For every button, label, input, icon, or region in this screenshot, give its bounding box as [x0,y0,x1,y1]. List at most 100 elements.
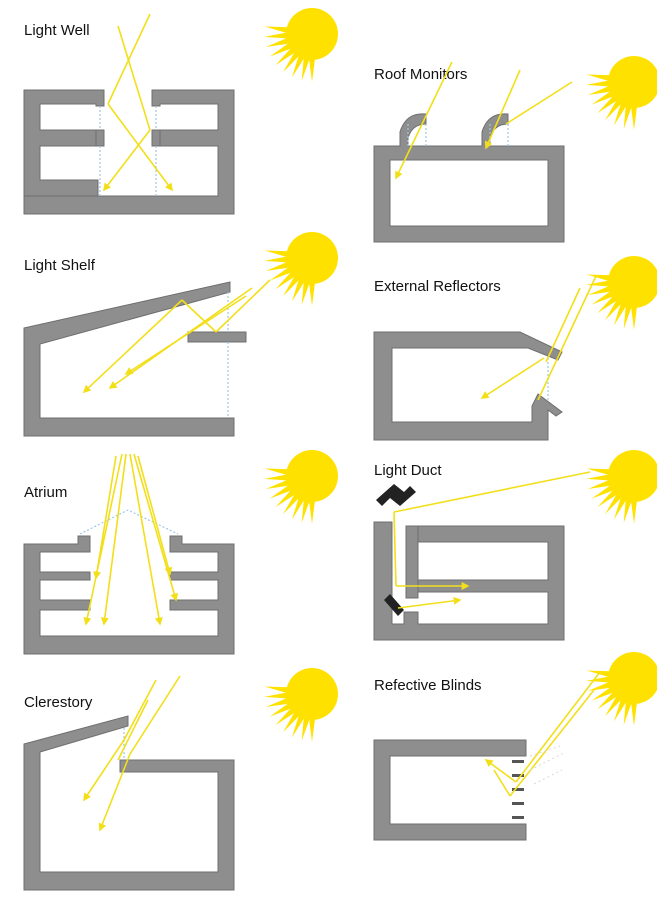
sun-ray [586,474,611,481]
light-well-glazing [99,106,157,196]
sun-ray [605,493,623,515]
light-ray [480,357,545,399]
sun-disk [608,56,657,108]
sun-ray [586,74,611,82]
sun-ray [269,42,293,57]
sun-ray [586,676,611,683]
sun-icon [586,450,657,524]
sun-ray [613,698,627,722]
sun-ray [264,468,289,476]
blind-slat [512,816,524,819]
light-well-diagram [23,13,235,215]
sun-ray [613,102,627,126]
sun-ray [283,493,301,515]
roof-monitors-diagram [373,61,573,243]
sun-disk [608,256,657,308]
sun-ray [264,32,289,39]
light-ray [98,753,131,832]
light-ray [509,689,595,797]
sun-ray [275,271,296,290]
light-ray [103,129,151,192]
blind-slat [512,788,524,791]
sun-ray [586,280,611,287]
light-ray [493,769,511,797]
light-ray [545,287,581,363]
sun-icon [264,450,338,524]
sun-ray [597,295,618,314]
sun-ray [269,266,293,281]
sun-ray [301,498,310,523]
light-duct-diagram [373,471,591,641]
sun-ray [613,496,627,520]
sun-ray [591,484,615,499]
sun-ray [283,711,301,733]
light-ray [505,81,573,125]
sun-ray [291,714,305,738]
light-ray [133,453,179,602]
sun-ray [597,691,618,710]
sun-ray [586,274,611,282]
sun-ray [291,278,305,302]
light-shelf-board [187,331,247,343]
light-duct-title: Light Duct [374,462,442,479]
sun-disk [286,668,338,720]
clerestory-building [23,715,235,891]
sun-ray [283,275,301,297]
sun-ray [301,56,310,81]
sun-ray [308,281,316,306]
light-ray [83,739,125,802]
sun-ray [587,85,612,96]
atrium-skylight [79,509,179,535]
light-duct-building [373,521,565,641]
sun-ray [591,90,615,105]
sun-ray [264,474,289,481]
sun-ray [265,261,290,272]
sun-ray [591,686,615,701]
light-ray [537,275,597,401]
external-reflectors-diagram [373,275,597,441]
light-ray [484,759,517,783]
reflective-blinds-title: Refective Blinds [374,677,482,694]
sun-ray [591,290,615,305]
light-ray [215,279,271,333]
sun-ray [623,498,632,523]
light-ray [395,61,453,180]
light-ray [107,13,151,105]
sun-ray [605,99,623,121]
sun-ray [586,80,611,87]
sun-ray [265,479,290,490]
light-ray [117,699,149,761]
sun-icon [264,668,338,742]
sun-ray [623,700,632,725]
light-duct-shaft-wall [405,525,419,599]
light-ray [83,453,123,626]
sun-ray [630,105,638,130]
light-ray [129,453,163,626]
blind-slat [512,774,524,777]
light-ray [484,69,521,150]
sun-ray [308,717,316,742]
sun-ray [269,702,293,717]
sun-ray [587,285,612,296]
sun-ray [605,695,623,717]
sun-ray [308,57,316,82]
external-reflectors-building [373,331,563,441]
atrium-title: Atrium [24,484,68,501]
sun-ray [291,496,305,520]
sun-ray [613,302,627,326]
light-ray [181,299,217,333]
light-well-left-building [23,89,105,197]
sun-disk [286,450,338,502]
sun-ray [301,280,310,305]
sun-ray [291,54,305,78]
blind-slat [512,802,524,805]
sun-ray [275,47,296,66]
sun-ray [630,305,638,330]
sun-ray [597,489,618,508]
clerestory-diagram [23,675,235,891]
sun-ray [264,692,289,699]
sun-ray [587,681,612,692]
sun-icon [264,8,338,82]
light-ray [117,25,151,131]
light-ray [137,455,173,576]
